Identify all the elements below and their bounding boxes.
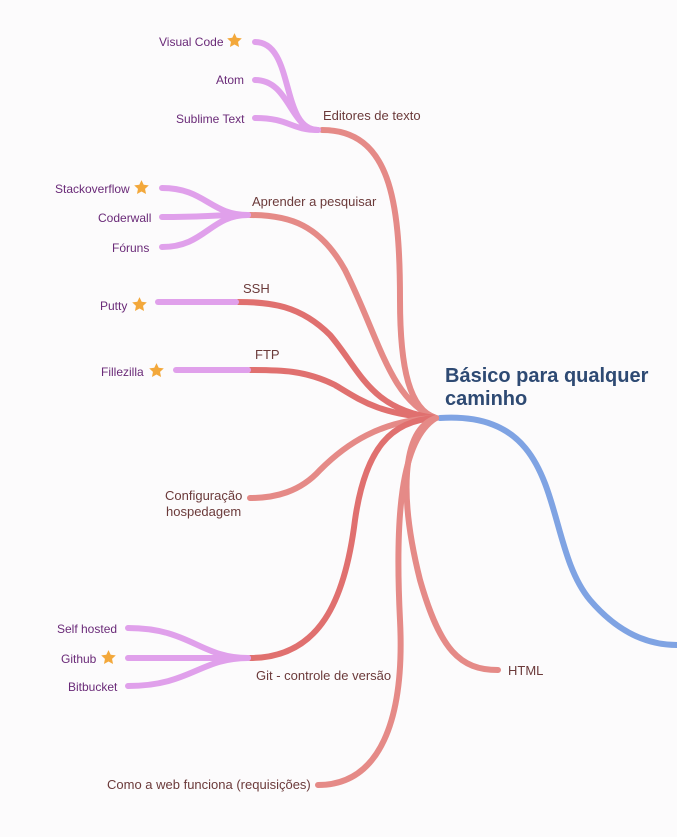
star-icon [227,33,242,47]
branch-html[interactable]: HTML [508,663,544,678]
leaf-sublime[interactable]: Sublime Text [176,112,245,126]
root-edge [437,414,677,648]
edge-ftp [247,367,439,421]
edge-stackoverflow [159,185,251,218]
branch-editores[interactable]: Editores de texto [323,108,421,123]
edge-html [403,415,501,673]
leaf-self-hosted[interactable]: Self hosted [57,622,118,636]
branch-web[interactable]: Como a web funciona (requisições) [107,777,311,792]
leaf-fillezilla[interactable]: Fillezilla [101,365,144,379]
branch-git[interactable]: Git - controle de versão [256,668,392,683]
star-icon [134,180,149,194]
leaf-coderwall[interactable]: Coderwall [98,211,152,225]
edge-ssh [235,299,439,421]
leaf-foruns[interactable]: Fóruns [112,241,150,255]
root-topic[interactable]: Básico para qualquer caminho [445,365,648,411]
root-title-line1: Básico para qualquer [445,365,649,387]
leaf-putty[interactable]: Putty [100,299,128,313]
edge-hospedagem [247,415,439,501]
leaf-visual-code[interactable]: Visual Code [159,35,224,49]
edge-editores [319,127,439,421]
edge-pesquisar [247,212,439,421]
edge-web [315,415,439,788]
leaf-bitbucket[interactable]: Bitbucket [68,680,118,694]
branch-ftp[interactable]: FTP [255,347,280,362]
leaf-atom[interactable]: Atom [216,73,245,87]
edge-foruns [159,212,251,250]
edge-self-hosted [125,625,251,661]
star-icon [101,650,116,664]
root-title-line2: caminho [445,388,528,410]
star-icon [149,363,164,377]
edge-bitbucket [125,655,251,689]
branch-pesquisar[interactable]: Aprender a pesquisar [252,194,377,209]
edge-git [247,415,439,661]
branch-hospedagem-line1[interactable]: Configuração [165,488,243,503]
leaf-stackoverflow[interactable]: Stackoverflow [55,182,130,196]
edge-sublime [252,115,321,133]
branch-hospedagem-line2[interactable]: hospedagem [166,504,242,519]
leaf-github[interactable]: Github [61,652,97,666]
star-icon [132,297,147,311]
branch-ssh[interactable]: SSH [243,281,270,296]
